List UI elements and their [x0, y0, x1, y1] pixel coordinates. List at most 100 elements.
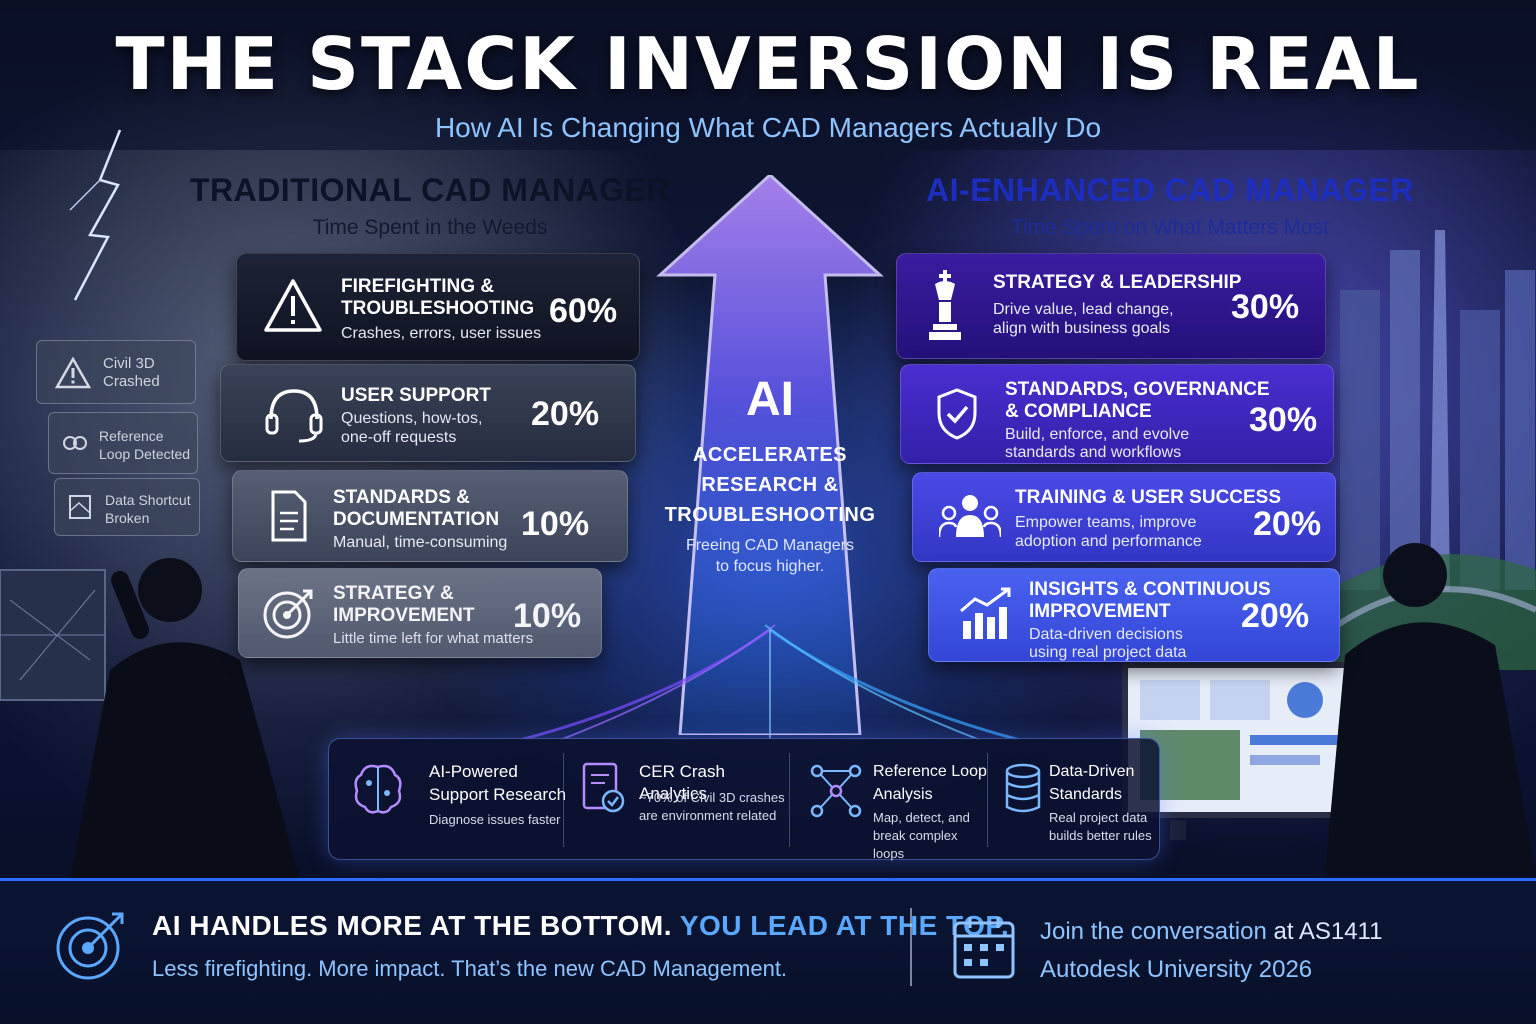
- link-icon: [63, 436, 87, 450]
- card-title: STANDARDS, GOVERNANCE: [1005, 379, 1270, 400]
- right-column-subtitle: Time Spent on What Matters Most: [1011, 216, 1329, 239]
- stressed-worker-illustration: [0, 558, 300, 880]
- target-icon: [56, 912, 124, 980]
- tool-description: are environment related: [639, 808, 777, 823]
- tool-divider: [563, 753, 564, 847]
- card-percent: 60%: [549, 292, 618, 330]
- document-icon: [271, 490, 307, 542]
- footer-bar: [0, 878, 1536, 1024]
- card-description: adoption and performance: [1015, 533, 1202, 550]
- warning-data-shortcut: Data Shortcut Broken: [54, 478, 200, 536]
- ai-arrow-graphic: [656, 175, 884, 735]
- card-description: one-off requests: [341, 429, 457, 446]
- left-card-user-support: USER SUPPORT Questions, how-tos, one-off…: [220, 364, 636, 462]
- tool-description: break complex loops: [873, 828, 958, 861]
- warning-label: Data Shortcut Broken: [105, 492, 191, 526]
- tool-reference-loop: Reference Loop Analysis Map, detect, and…: [791, 739, 987, 861]
- ai-caption-line: ACCELERATES: [692, 444, 848, 466]
- tool-divider: [987, 753, 988, 847]
- tool-title: CER Crash Analytics: [639, 762, 725, 803]
- card-percent: 10%: [513, 597, 582, 635]
- card-description: Empower teams, improve: [1015, 514, 1197, 531]
- lightning-icon: [69, 129, 122, 301]
- tool-title: Reference Loop: [873, 763, 987, 780]
- ai-caption: ACCELERATES RESEARCH & TROUBLESHOOTING: [660, 440, 880, 530]
- right-card-training: TRAINING & USER SUCCESS Empower teams, i…: [912, 472, 1336, 562]
- right-card-insights: INSIGHTS & CONTINUOUS IMPROVEMENT Data-d…: [928, 568, 1340, 662]
- card-description: Data-driven decisions: [1029, 626, 1183, 643]
- card-title: STANDARDS &: [333, 487, 470, 508]
- tool-title: AI-Powered: [429, 762, 518, 781]
- team-icon: [939, 495, 1001, 538]
- card-title: STRATEGY & LEADERSHIP: [993, 272, 1242, 293]
- card-description: Drive value, lead change,: [993, 301, 1174, 318]
- card-percent: 20%: [531, 395, 600, 433]
- tool-description: ~70% of Civil 3D crashes: [639, 790, 785, 805]
- warning-icon: [264, 279, 322, 332]
- left-card-standards: STANDARDS & DOCUMENTATION Manual, time-c…: [232, 470, 628, 562]
- card-title: FIREFIGHTING &: [341, 276, 495, 297]
- chess-king-icon: [929, 270, 961, 340]
- card-title: IMPROVEMENT: [333, 605, 475, 626]
- card-title: DOCUMENTATION: [333, 509, 500, 530]
- left-card-firefighting: FIREFIGHTING & TROUBLESHOOTING Crashes, …: [236, 253, 640, 361]
- calendar-icon: [953, 917, 1015, 979]
- warning-civil3d-crashed: Civil 3D Crashed: [36, 340, 196, 404]
- report-check-icon: [582, 762, 625, 813]
- target-icon: [263, 589, 313, 639]
- card-description: align with business goals: [993, 320, 1170, 337]
- energy-streams: [520, 624, 1020, 740]
- ai-caption-line: TROUBLESHOOTING: [664, 504, 876, 526]
- warning-label: Civil 3D Crashed: [103, 355, 160, 390]
- right-card-strategy-leadership: STRATEGY & LEADERSHIP Drive value, lead …: [896, 253, 1326, 359]
- card-percent: 30%: [1231, 288, 1300, 326]
- tool-divider: [789, 753, 790, 847]
- shield-check-icon: [937, 388, 977, 440]
- tool-title: Analysis: [873, 786, 933, 803]
- card-description: Manual, time-consuming: [333, 534, 508, 551]
- left-column-subtitle: Time Spent in the Weeds: [312, 216, 548, 239]
- ai-caption-line: RESEARCH &: [701, 474, 839, 496]
- tool-title: Data-Driven: [1049, 763, 1135, 780]
- database-icon: [1005, 763, 1041, 813]
- left-card-strategy: STRATEGY & IMPROVEMENT Little time left …: [238, 568, 602, 658]
- footer-headline-a: AI HANDLES MORE AT THE BOTTOM.: [152, 910, 673, 941]
- tool-data-driven-standards: Data-Driven Standards Real project data …: [989, 739, 1161, 861]
- right-column-title: AI-ENHANCED CAD MANAGER: [926, 172, 1414, 208]
- card-title: TRAINING & USER SUCCESS: [1015, 487, 1282, 508]
- footer-subline: Less firefighting. More impact. That’s t…: [152, 956, 788, 981]
- card-title: & COMPLIANCE: [1005, 401, 1152, 422]
- chart-up-icon: [960, 587, 1011, 639]
- card-percent: 20%: [1241, 597, 1310, 635]
- card-percent: 20%: [1253, 505, 1322, 543]
- ai-note: Freeing CAD Managers to focus higher.: [670, 535, 870, 577]
- card-title: INSIGHTS & CONTINUOUS: [1029, 579, 1271, 600]
- card-percent: 10%: [521, 505, 590, 543]
- broken-file-icon: [69, 495, 91, 519]
- card-description: Build, enforce, and evolve: [1005, 426, 1190, 443]
- card-description: Questions, how-tos,: [341, 410, 483, 427]
- card-description: using real project data: [1029, 644, 1187, 661]
- network-icon: [810, 764, 862, 818]
- ai-note-line: to focus higher.: [715, 558, 825, 575]
- headset-icon: [265, 389, 323, 443]
- card-title: STRATEGY &: [333, 583, 454, 604]
- left-column-title: TRADITIONAL CAD MANAGER: [189, 172, 671, 208]
- ai-label: AI: [746, 373, 794, 426]
- footer-headline: AI HANDLES MORE AT THE BOTTOM. YOU LEAD …: [152, 910, 1009, 942]
- footer-event-line1: Join the conversation at AS1411: [1040, 918, 1382, 946]
- card-title: TROUBLESHOOTING: [341, 298, 535, 319]
- tool-description: builds better rules: [1049, 828, 1152, 843]
- tool-description: Map, detect, and: [873, 810, 970, 825]
- card-description: standards and workflows: [1005, 444, 1182, 461]
- card-percent: 30%: [1249, 401, 1318, 439]
- ai-note-line: Freeing CAD Managers: [685, 537, 855, 554]
- footer-event-line2: Autodesk University 2026: [1040, 956, 1313, 983]
- tool-title: Support Research: [429, 785, 567, 804]
- card-title: USER SUPPORT: [341, 385, 491, 406]
- warning-icon: [55, 357, 91, 389]
- warning-label: Reference Loop Detected: [99, 428, 191, 462]
- brain-icon: [354, 764, 402, 814]
- page-title: THE STACK INVERSION IS REAL: [115, 22, 1421, 106]
- footer-join-text: Join the conversation: [1040, 918, 1267, 945]
